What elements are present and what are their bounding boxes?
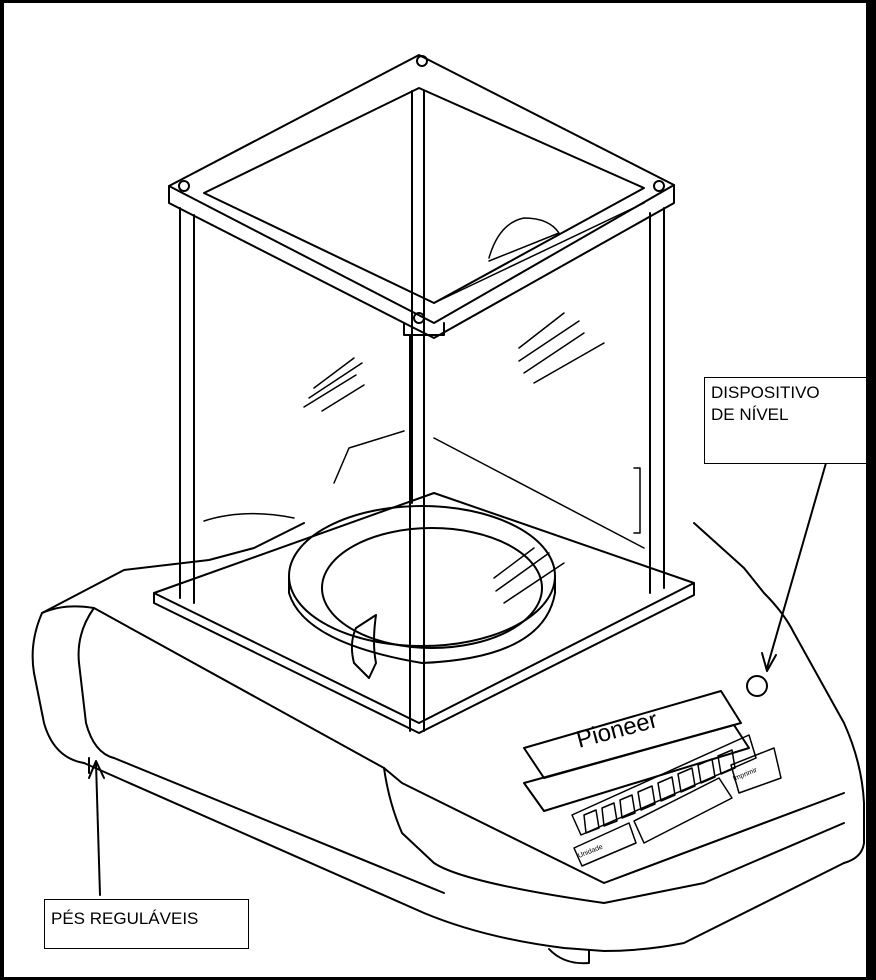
leveling-device-callout: DISPOSITIVO DE NÍVEL xyxy=(704,377,866,464)
display-panel xyxy=(523,690,750,812)
adjustable-feet-label: PÉS REGULÁVEIS xyxy=(51,909,199,928)
adjustable-feet-callout: PÉS REGULÁVEIS xyxy=(44,899,249,949)
pan-base-plate xyxy=(153,492,695,734)
top-frame xyxy=(168,54,675,339)
weighing-pan xyxy=(288,505,556,664)
leveling-device-label-line1: DISPOSITIVO xyxy=(711,383,820,402)
glass-panels xyxy=(193,202,645,604)
print-key-label: Imprimir xyxy=(732,767,759,783)
leader-lines xyxy=(88,462,827,896)
keypad xyxy=(571,734,782,867)
units-key-label: Unidade xyxy=(577,844,604,860)
level-bubble xyxy=(746,675,768,697)
pan-knob xyxy=(350,614,377,679)
balance-base xyxy=(31,522,865,965)
display-brand-text: Pioneer xyxy=(574,706,661,753)
leveling-device-label-line2: DE NÍVEL xyxy=(711,405,789,424)
balance-drawing: Pioneer Unidade Imprimir xyxy=(31,54,865,965)
diagram-canvas: Pioneer Unidade Imprimir DISPOSITIVO DE … xyxy=(4,3,866,977)
